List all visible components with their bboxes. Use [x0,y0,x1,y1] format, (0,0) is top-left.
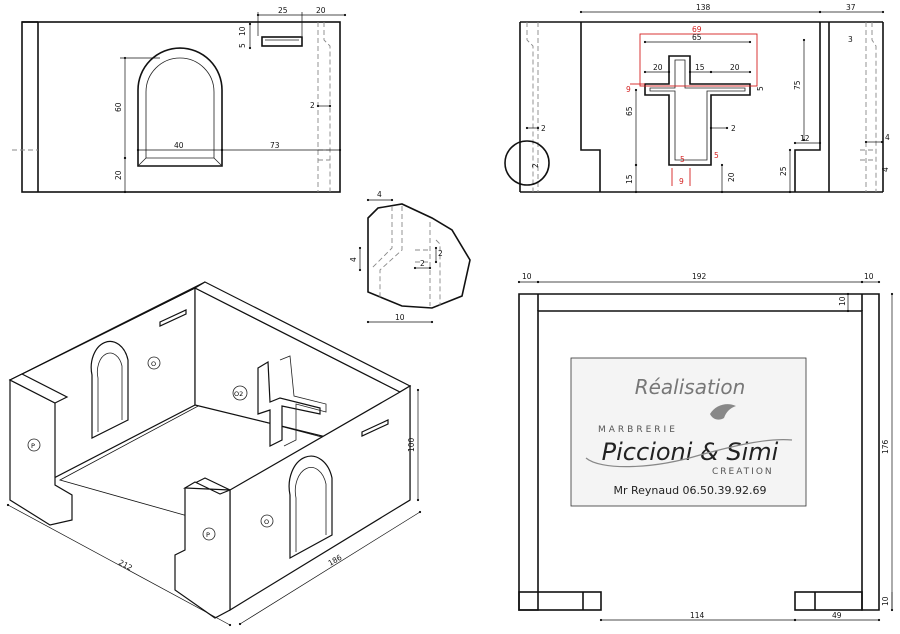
logo-contact: Mr Reynaud 06.50.39.92.69 [613,484,766,497]
logo-marbrerie: MARBRERIE [598,425,678,435]
dim-15: 15 [695,63,705,72]
plan-view: 10 192 10 10 176 114 49 10 [517,272,894,622]
dim-3: 3 [848,35,853,44]
joint-detail-view: 4 4 2 2 10 [349,190,471,324]
dim-2-lower: 2 [420,259,425,268]
dim-5: 5 [238,43,247,48]
dim-2: 2 [310,101,315,110]
dim-192: 192 [692,272,707,281]
plan-pier-right [794,591,863,611]
dim-69: 69 [692,25,702,34]
dim-9-red: 9 [626,85,631,94]
dim-4-top: 4 [377,190,382,199]
dim-12: 12 [800,134,810,143]
dim-60: 60 [114,102,123,112]
dim-10-plan-pier: 10 [881,596,890,606]
company-logo-panel: Réalisation MARBRERIE Piccioni & Simi CR… [570,357,807,507]
dim-2-cross: 2 [731,124,736,133]
dim-2-circle: 2 [531,163,540,168]
dim-176: 176 [881,439,890,454]
svg-text:O: O [151,360,156,368]
isometric-view: O O2 O P P 212 186 100 [6,281,422,627]
dim-49: 49 [832,611,842,620]
dim-10-plan-inner: 10 [838,296,847,306]
dim-75: 75 [793,80,802,90]
svg-text:O2: O2 [234,390,243,398]
dim-4: 4 [885,133,890,142]
dim-20-left-arm: 20 [653,63,663,72]
dim-100: 100 [407,437,416,452]
dim-73: 73 [270,141,280,150]
mark-o-left: O [147,356,161,370]
dim-65: 65 [692,33,702,42]
right-pier-profile [794,22,821,192]
dim-5-red-left: 5 [680,155,685,164]
dim-9-red-bottom: 9 [679,177,684,186]
mark-p-left: P [27,438,41,452]
wall-slot [261,36,303,47]
left-pier-profile [580,22,601,192]
dim-25: 25 [779,166,788,176]
svg-text:O: O [264,518,269,526]
dim-20: 20 [316,6,326,15]
dim-2-upper: 2 [438,249,443,258]
detail-circle [504,140,550,186]
back-elevation-view: 138 37 69 65 20 15 20 3 9 5 75 65 15 20 … [504,3,890,194]
logo-realisation: Réalisation [635,375,746,399]
dim-5-arm: 5 [756,86,765,91]
dim-212: 212 [117,558,134,573]
dim-10-plan-left: 10 [522,272,532,281]
dim-2-left-joint: 2 [541,124,546,133]
dim-10-detail: 10 [395,313,405,322]
arched-window [137,47,223,167]
dove-icon [710,404,736,420]
dim-10: 10 [238,26,247,36]
svg-text:P: P [206,531,210,539]
mark-o2: O2 [232,385,248,401]
logo-brand: Piccioni & Simi [602,438,779,466]
detail-break-outline [367,203,471,309]
dim-20-bottom: 20 [114,170,123,180]
dim-4-side: 4 [349,257,358,262]
dim-40: 40 [174,141,184,150]
dim-25: 25 [278,6,288,15]
dim-138: 138 [696,3,711,12]
dim-5-red-right: 5 [714,151,719,160]
dim-186: 186 [327,553,344,568]
dim-10-plan-right: 10 [864,272,874,281]
dim-114: 114 [690,611,705,620]
plan-pier-left [518,591,602,611]
logo-creation: CREATION [712,467,774,477]
dim-65-vertical: 65 [625,106,634,116]
dim-15-vertical: 15 [625,174,634,184]
wall-outline [21,21,341,193]
dim-20-right-arm: 20 [730,63,740,72]
dim-37: 37 [846,3,856,12]
iso-arched-window-left [90,340,129,439]
dim-4-right: 4 [881,167,890,172]
svg-text:P: P [31,442,35,450]
iso-cross [257,360,321,447]
front-elevation-view: 25 20 10 5 60 20 40 73 2 [12,6,347,194]
dim-20-vertical: 20 [727,172,736,182]
